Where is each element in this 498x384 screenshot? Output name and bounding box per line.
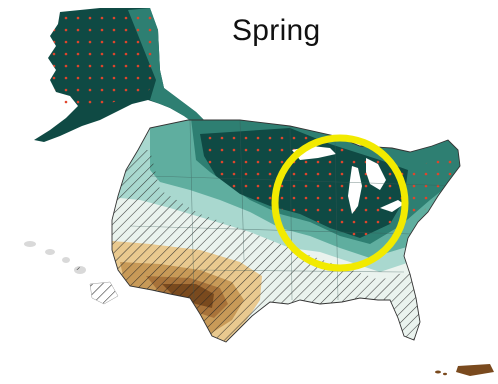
lake-michigan [348, 166, 362, 214]
contiguous-us-region [112, 120, 460, 342]
lake-erie [380, 200, 404, 212]
us-dots [200, 128, 408, 238]
highlight-circle [271, 134, 409, 272]
alaska-dots [48, 8, 160, 112]
puerto-rico-shape [456, 364, 494, 376]
alaska-region [34, 8, 208, 142]
puerto-rico-region [435, 364, 494, 376]
lake-huron [366, 158, 386, 190]
northeast-dots [400, 150, 456, 226]
hawaii-region [24, 241, 119, 305]
season-title: Spring [232, 14, 321, 47]
state-lines [129, 120, 460, 301]
